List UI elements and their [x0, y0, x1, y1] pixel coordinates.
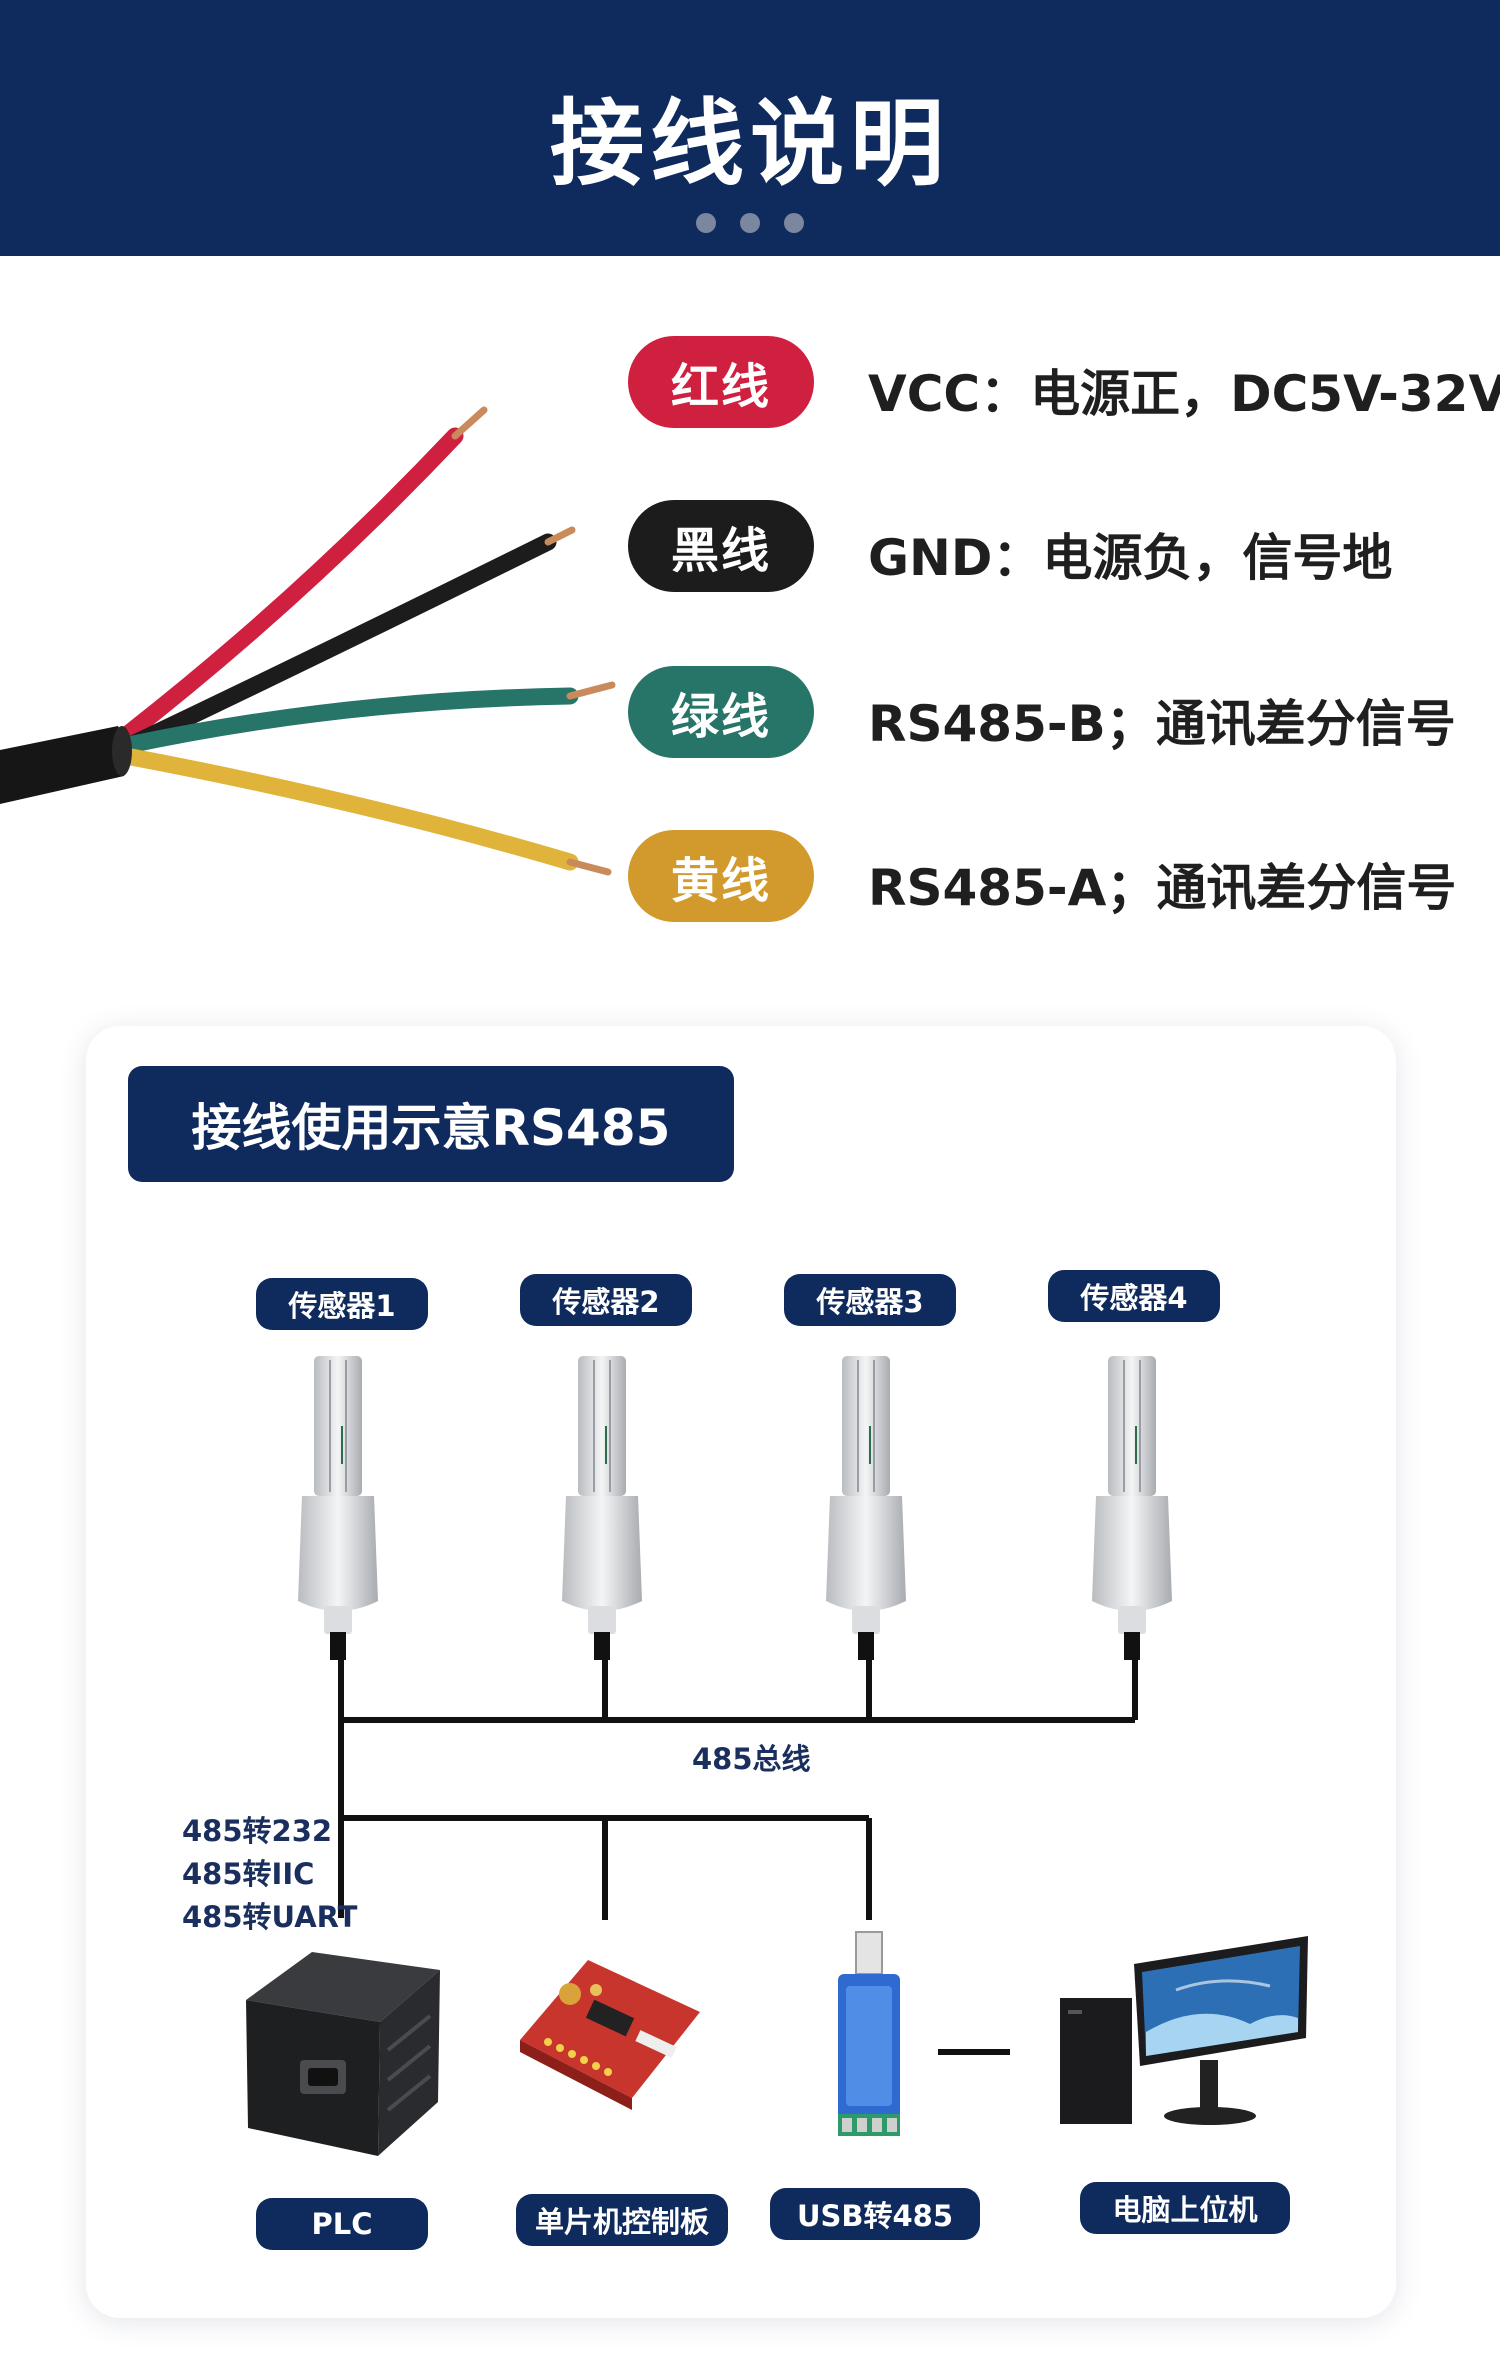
- sensor-probe-1: [297, 1355, 379, 1660]
- page-title: 接线说明: [549, 90, 950, 199]
- plc-image: [246, 1952, 440, 2156]
- device-label-computer: 电脑上位机: [1080, 2182, 1290, 2234]
- converter-note: 485转UART: [182, 1900, 358, 1934]
- device-label-mcu-board: 单片机控制板: [516, 2194, 728, 2246]
- wire-badge-green: 绿线: [628, 666, 814, 758]
- bus-label: 485总线: [692, 1742, 811, 1776]
- page-dot: [696, 213, 716, 233]
- wire-badge-red: 红线: [628, 336, 814, 428]
- sensor-probe-4: [1091, 1355, 1173, 1660]
- cable-illustration: [0, 406, 616, 876]
- device-label-plc: PLC: [256, 2198, 428, 2250]
- sensor-label-3: 传感器3: [784, 1274, 956, 1326]
- wire-badge-yellow: 黄线: [628, 830, 814, 922]
- wire-badge-black: 黑线: [628, 500, 814, 592]
- wire-desc-black: GND：电源负，信号地: [868, 529, 1393, 587]
- computer-image: [1060, 1936, 1308, 2125]
- usb485-adapter-image: [838, 1931, 900, 2136]
- device-illustrations: [246, 1931, 1308, 2156]
- converter-note: 485转232: [182, 1814, 333, 1848]
- wire-desc-red: VCC：电源正，DC5V-32V: [868, 365, 1500, 423]
- sensor-label-2: 传感器2: [520, 1274, 692, 1326]
- mcu-board-image: [520, 1960, 700, 2110]
- sensor-label-4: 传感器4: [1048, 1270, 1220, 1322]
- diagram-title: 接线使用示意RS485: [128, 1066, 734, 1182]
- page-dot: [740, 213, 760, 233]
- sensor-probes: [297, 1355, 1173, 1660]
- device-label-usb485: USB转485: [770, 2188, 980, 2240]
- wire-desc-yellow: RS485-A；通讯差分信号: [868, 859, 1457, 917]
- sensor-label-1: 传感器1: [256, 1278, 428, 1330]
- sensor-probe-2: [561, 1355, 643, 1660]
- converter-note: 485转IIC: [182, 1857, 315, 1891]
- wire-desc-green: RS485-B；通讯差分信号: [868, 695, 1456, 753]
- page-dot: [784, 213, 804, 233]
- sensor-probe-3: [825, 1355, 907, 1660]
